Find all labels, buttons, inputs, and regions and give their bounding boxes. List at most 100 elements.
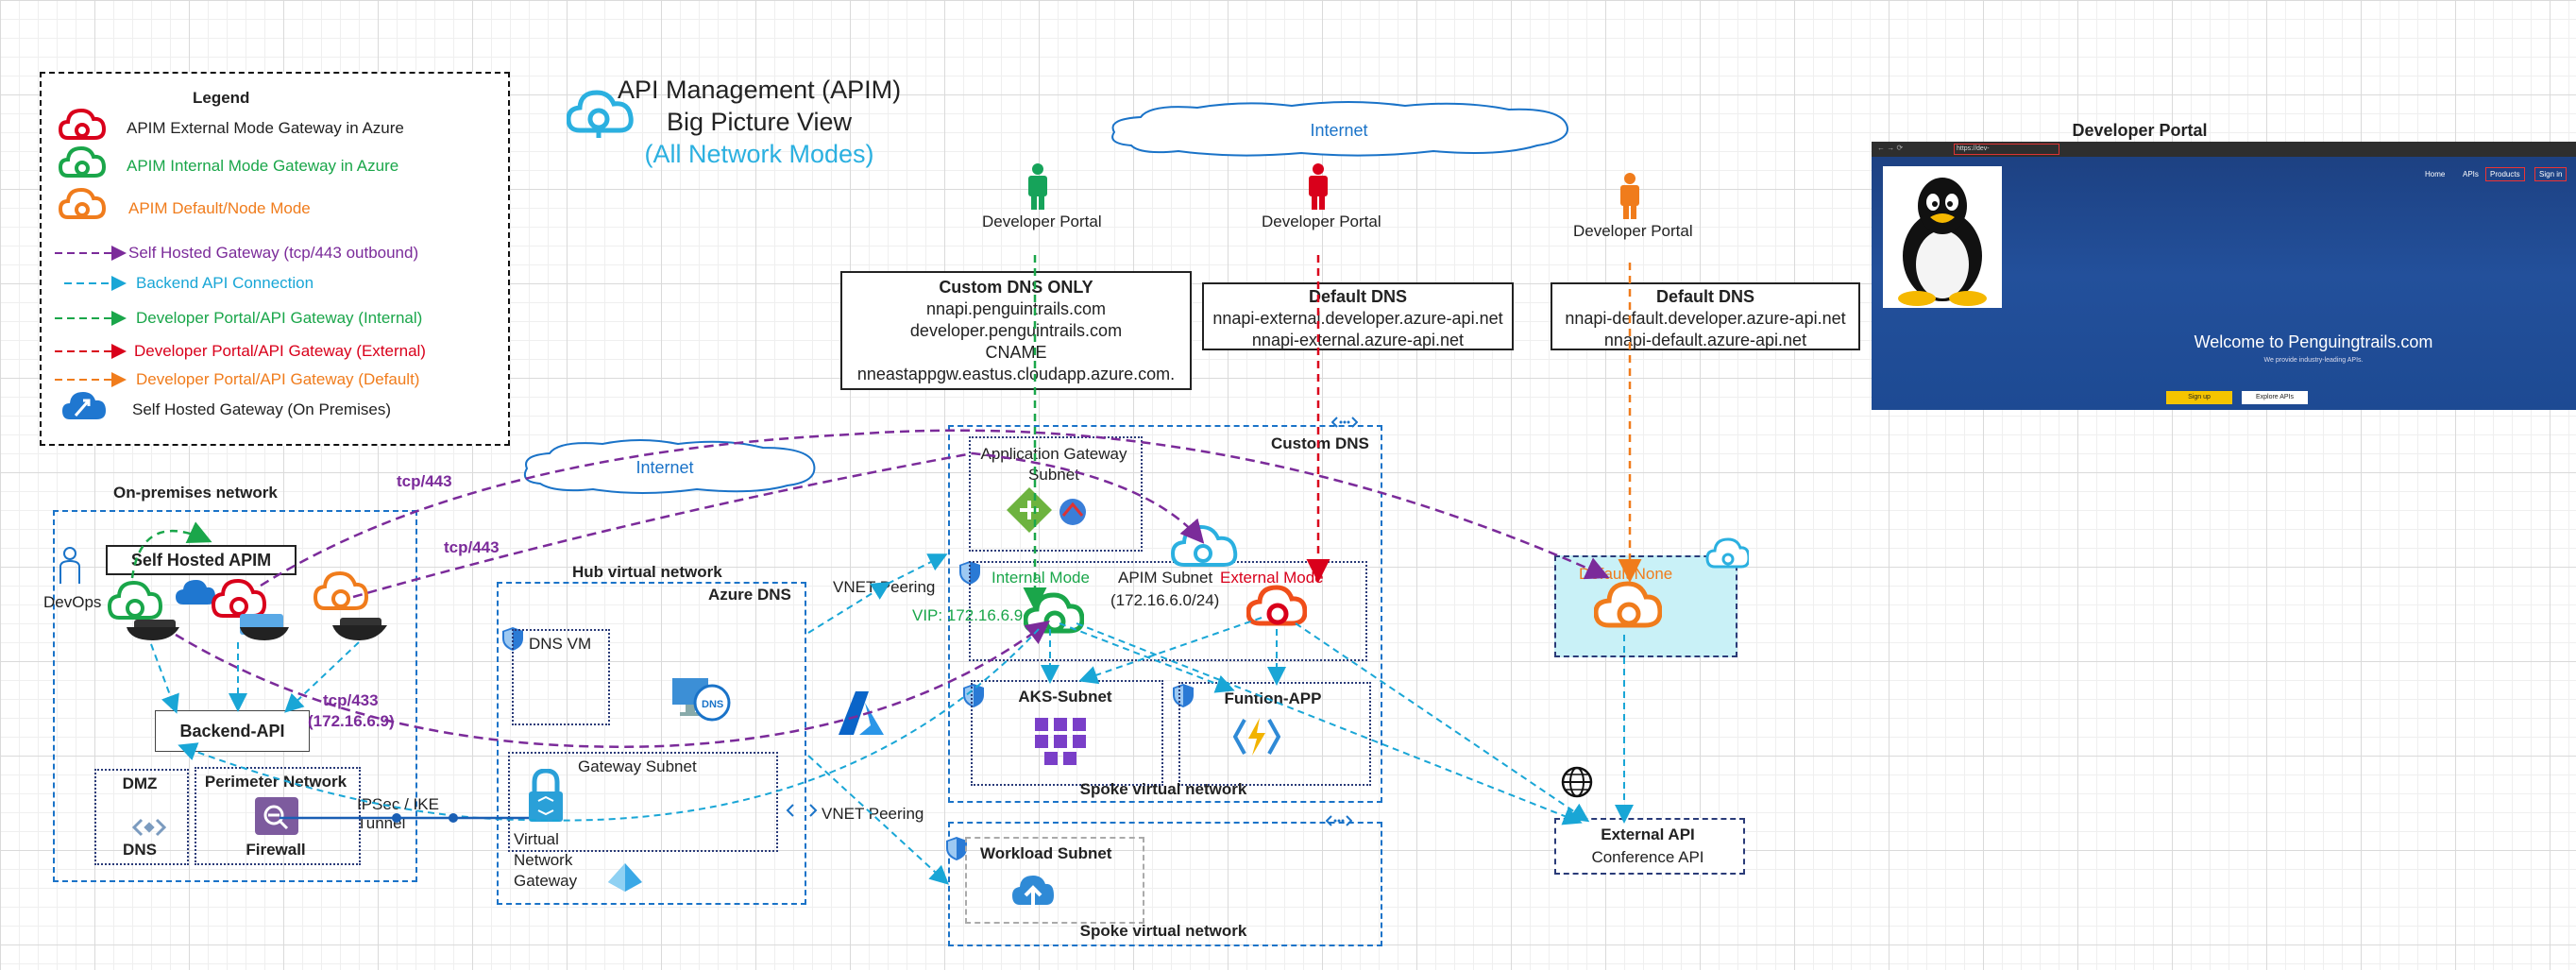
onprem-external-gateway <box>211 578 289 640</box>
workload-shield-icon <box>946 837 967 860</box>
workload-cloud-upload-icon <box>1012 876 1054 909</box>
custom-dns-line: nneastappgw.eastus.cloudapp.azure.com. <box>856 365 1176 383</box>
tcp-label-3: tcp/433 <box>323 691 379 709</box>
legend-item-backend-line: Backend API Connection <box>136 274 314 292</box>
legend-item-external: APIM External Mode Gateway in Azure <box>127 119 404 137</box>
legend-item-internal: APIM Internal Mode Gateway in Azure <box>127 157 399 175</box>
custom-dns-box: Custom DNS ONLY nnapi.penguintrails.com … <box>840 271 1192 390</box>
developer-portal-label-default: Developer Portal <box>1573 222 1693 240</box>
spoke-vnet-title-2: Spoke virtual network <box>1079 922 1247 940</box>
legend-item-internal-line: Developer Portal/API Gateway (Internal) <box>136 309 423 327</box>
developer-green-icon <box>1028 163 1047 210</box>
devops-label: DevOps <box>43 593 102 611</box>
onprem-selfhosted-blue <box>176 580 215 604</box>
browser-bar: ← → ⟳ https://dev-external.penguintrails… <box>1872 142 2576 157</box>
default-apim-icon <box>1594 581 1662 628</box>
legend-external-cloud-icon <box>59 108 106 140</box>
custom-dns-label: Custom DNS <box>1271 434 1369 452</box>
svg-text:DNS: DNS <box>702 699 723 710</box>
custom-dns-heading: Custom DNS ONLY <box>939 278 1093 297</box>
custom-dns-line: nnapi.penguintrails.com <box>925 299 1107 318</box>
firewall-icon <box>255 797 298 835</box>
firewall-label: Firewall <box>246 841 306 859</box>
default-mode-cloud-icon <box>1705 537 1749 569</box>
onprem-default-gateway <box>313 570 387 640</box>
penguin-icon <box>1898 178 1987 306</box>
external-mode-apim-icon <box>1246 585 1307 626</box>
title-line-2: Big Picture View <box>666 108 853 136</box>
external-dns-line: nnapi-external.azure-api.net <box>1251 331 1465 349</box>
title-line-1: API Management (APIM) <box>618 76 902 104</box>
azure-logo-icon <box>839 691 884 735</box>
legend-item-self-hosted-line: Self Hosted Gateway (tcp/443 outbound) <box>128 244 419 262</box>
internet-apim-cloud-icon <box>1171 524 1238 567</box>
spoke-vnet-box-2 <box>948 822 1382 946</box>
legend-default-cloud-icon <box>59 187 106 219</box>
vip-label: VIP: 172.16.6.9 <box>912 606 1024 624</box>
browser-nav-icon[interactable]: ← → ⟳ <box>1877 144 1904 152</box>
custom-dns-line: developer.penguintrails.com <box>909 321 1123 340</box>
legend-self-hosted-icon <box>62 392 106 419</box>
azure-dns-label: Azure DNS <box>708 586 791 604</box>
self-hosted-gateways-group <box>108 570 387 640</box>
portal-explore-button[interactable]: Explore APIs <box>2242 391 2308 404</box>
developer-red-icon <box>1309 163 1328 210</box>
default-dns-heading: Default DNS <box>1655 287 1754 306</box>
hub-title: Hub virtual network <box>572 563 722 581</box>
penguin-logo <box>1883 166 2002 308</box>
legend-item-external-line: Developer Portal/API Gateway (External) <box>134 342 426 360</box>
application-gateway-icon <box>1007 487 1086 533</box>
appgw-subnet-label: Application Gateway Subnet <box>980 445 1127 484</box>
vng-label: Virtual Network Gateway <box>514 830 578 890</box>
tcp-label-1: tcp/443 <box>397 472 452 490</box>
external-api-sub: Conference API <box>1591 848 1704 866</box>
virtual-network-gateway-icon <box>608 863 642 892</box>
vnet-code-icon <box>1331 417 1358 428</box>
portal-url[interactable]: https://dev-external.penguintrails.com <box>1954 144 2059 155</box>
internet-label-mid: Internet <box>636 458 694 477</box>
legend-internal-cloud-icon <box>59 145 106 178</box>
external-dns-heading: Default DNS <box>1308 287 1407 306</box>
portal-nav-home[interactable]: Home <box>2425 170 2446 179</box>
dmz-dns-label: DNS <box>123 841 157 859</box>
custom-dns-line: CNAME <box>985 343 1047 362</box>
gateway-subnet-label: Gateway Subnet <box>578 757 697 775</box>
legend-line-samples <box>55 246 127 387</box>
title-line-3: (All Network Modes) <box>644 140 874 168</box>
perimeter-label: Perimeter Network <box>204 773 347 791</box>
vnet-peering-label-1: VNET Peering <box>833 578 936 596</box>
portal-sub: We provide industry-leading APIs. <box>2263 357 2364 364</box>
azure-dns-vm-icon: DNS <box>672 678 731 722</box>
developer-orange-icon <box>1620 173 1639 219</box>
portal-heading: Developer Portal <box>2072 121 2208 140</box>
portal-nav-apis[interactable]: APIs <box>2463 170 2479 179</box>
self-hosted-path-1 <box>260 429 1610 587</box>
legend-item-self-hosted: Self Hosted Gateway (On Premises) <box>132 400 391 418</box>
external-api-title: External API <box>1601 825 1695 843</box>
default-dns-line: nnapi-default.developer.azure-api.net <box>1565 309 1846 328</box>
tcp-label-4: (172.16.6.9) <box>308 712 395 730</box>
external-dns-box: Default DNS nnapi-external.developer.azu… <box>1202 282 1514 350</box>
default-dns-line: nnapi-default.azure-api.net <box>1603 331 1807 349</box>
backend-api-box: Backend-API <box>155 710 310 752</box>
onprem-title: On-premises network <box>113 484 278 502</box>
aks-subnet-label: AKS-Subnet <box>1018 688 1112 706</box>
developer-portal-screenshot: ← → ⟳ https://dev-external.penguintrails… <box>1872 142 2576 410</box>
external-api-box <box>1554 818 1745 875</box>
legend-heading: Legend <box>193 89 250 107</box>
portal-nav-products[interactable]: Products <box>2485 167 2525 181</box>
apim-cloud-icon <box>567 90 634 138</box>
vnet-peering-label-2: VNET Peering <box>822 805 924 823</box>
developer-portal-label-internal: Developer Portal <box>982 213 1102 230</box>
dmz-label: DMZ <box>122 774 158 792</box>
portal-signup-button[interactable]: Sign up <box>2166 391 2232 404</box>
dns-code-icon <box>132 818 166 837</box>
internal-mode-apim-icon <box>1024 592 1084 634</box>
portal-nav-signin[interactable]: Sign in <box>2534 167 2568 181</box>
portal-welcome: Welcome to Penguingtrails.com <box>2194 332 2433 351</box>
internet-label-top: Internet <box>1310 121 1368 140</box>
external-dns-line: nnapi-external.developer.azure-api.net <box>1212 309 1503 328</box>
vpn-gateway-lock-icon <box>529 769 563 822</box>
globe-icon <box>1561 766 1593 798</box>
workload-subnet-label: Workload Subnet <box>980 844 1112 862</box>
